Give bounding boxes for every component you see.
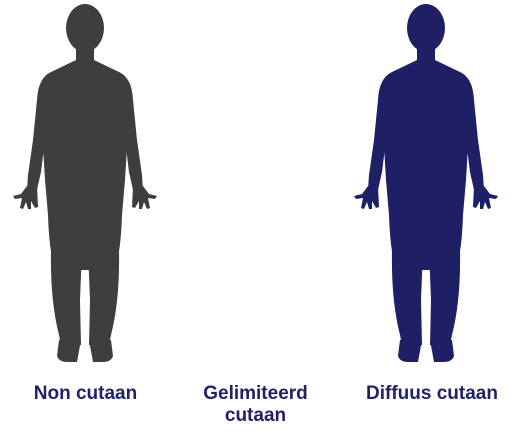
figure-non-cutaan bbox=[13, 4, 157, 362]
figure-diffuus-cutaan bbox=[354, 4, 498, 362]
caption-non-cutaan: Non cutaan bbox=[13, 383, 158, 405]
figure-gelimiteerd-cutaan bbox=[175, 0, 335, 370]
caption-diffuus-cutaan: Diffuus cutaan bbox=[352, 383, 512, 405]
caption-gelimiteerd-cutaan: Gelimiteerd cutaan bbox=[183, 383, 328, 427]
